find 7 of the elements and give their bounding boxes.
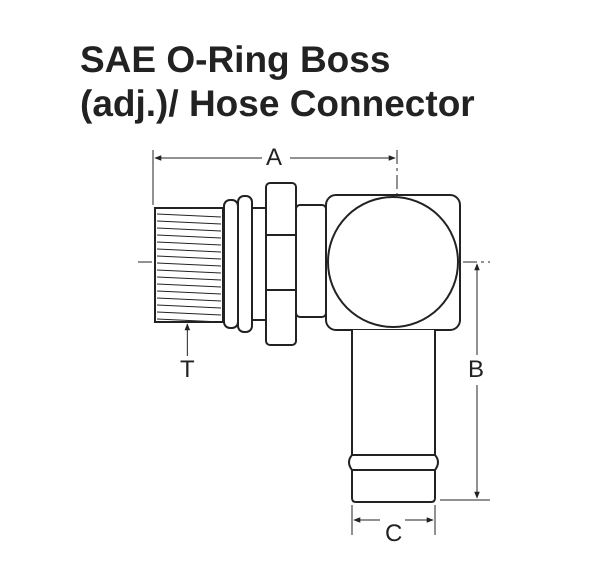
dimension-label: B: [468, 358, 484, 382]
dimension-label: T: [180, 358, 195, 382]
leader-line: [184, 323, 190, 356]
thread-drawing: [154, 207, 224, 323]
dimension-label: C: [385, 522, 402, 546]
dimension-label: A: [266, 146, 282, 170]
title: SAE O-Ring Boss (adj.)/ Hose Connector: [80, 38, 475, 126]
